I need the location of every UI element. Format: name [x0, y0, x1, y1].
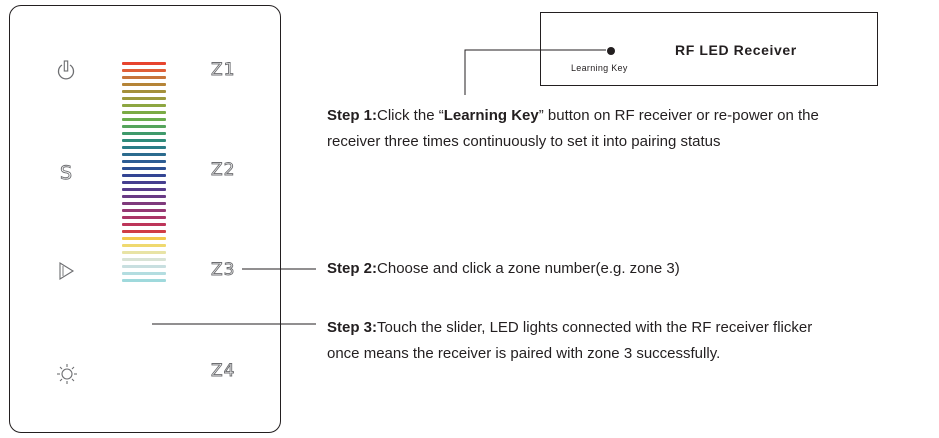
slider-bar[interactable] — [122, 244, 166, 247]
color-slider[interactable] — [122, 62, 166, 286]
slider-bar[interactable] — [122, 167, 166, 170]
slider-bar[interactable] — [122, 97, 166, 100]
slider-bar[interactable] — [122, 237, 166, 240]
zone-3-button[interactable]: Z3 — [211, 260, 236, 281]
zone-1-button[interactable]: Z1 — [211, 60, 236, 81]
slider-bar[interactable] — [122, 230, 166, 233]
slider-bar[interactable] — [122, 174, 166, 177]
slider-bar[interactable] — [122, 251, 166, 254]
slider-bar[interactable] — [122, 76, 166, 79]
step1-leader — [464, 49, 606, 95]
slider-bar[interactable] — [122, 118, 166, 121]
zone-4-button[interactable]: Z4 — [211, 361, 236, 382]
scene-s-icon[interactable]: S — [57, 161, 75, 183]
slider-bar[interactable] — [122, 160, 166, 163]
slider-bar[interactable] — [122, 223, 166, 226]
rf-receiver-box: Learning Key RF LED Receiver — [540, 12, 878, 86]
zone-2-button[interactable]: Z2 — [211, 160, 236, 181]
remote-panel — [9, 5, 281, 433]
slider-bar[interactable] — [122, 69, 166, 72]
slider-bar[interactable] — [122, 132, 166, 135]
sun-icon[interactable] — [56, 363, 78, 385]
learning-key-button[interactable] — [607, 47, 615, 55]
slider-bar[interactable] — [122, 216, 166, 219]
play-icon[interactable] — [58, 261, 76, 281]
slider-bar[interactable] — [122, 83, 166, 86]
slider-bar[interactable] — [122, 62, 166, 65]
learning-key-label: Learning Key — [571, 63, 628, 73]
slider-bar[interactable] — [122, 153, 166, 156]
slider-bar[interactable] — [122, 146, 166, 149]
slider-bar[interactable] — [122, 104, 166, 107]
step-2-text: Step 2:Choose and click a zone number(e.… — [327, 260, 680, 277]
receiver-title: RF LED Receiver — [675, 42, 797, 58]
slider-bar[interactable] — [122, 125, 166, 128]
slider-bar[interactable] — [122, 202, 166, 205]
slider-bar[interactable] — [122, 279, 166, 282]
svg-text:S: S — [60, 162, 72, 183]
slider-bar[interactable] — [122, 111, 166, 114]
slider-bar[interactable] — [122, 90, 166, 93]
slider-bar[interactable] — [122, 258, 166, 261]
power-icon[interactable] — [56, 60, 76, 82]
step-3-text: Step 3:Touch the slider, LED lights conn… — [327, 319, 813, 362]
slider-bar[interactable] — [122, 195, 166, 198]
slider-bar[interactable] — [122, 265, 166, 268]
slider-bar[interactable] — [122, 139, 166, 142]
step-1-text: Step 1:Click the “Learning Key” button o… — [327, 107, 819, 150]
slider-bar[interactable] — [122, 209, 166, 212]
slider-bar[interactable] — [122, 181, 166, 184]
slider-bar[interactable] — [122, 272, 166, 275]
slider-bar[interactable] — [122, 188, 166, 191]
